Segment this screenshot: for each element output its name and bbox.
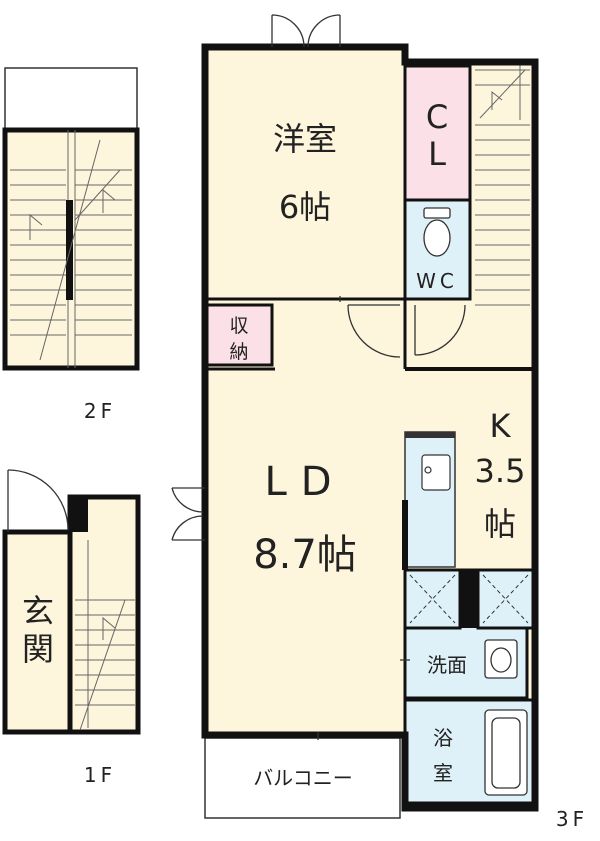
washroom-label: 洗面 <box>427 653 467 677</box>
sink-icon <box>421 454 451 491</box>
floor-2-plan <box>2 67 140 371</box>
floor-3-label: 3F <box>556 807 588 831</box>
window-top <box>271 14 341 48</box>
walls <box>201 43 539 812</box>
entrance-label-2: 関 <box>22 630 54 668</box>
kitchen-label: K <box>490 407 512 445</box>
entrance-label-1: 玄 <box>22 592 54 630</box>
kitchen-counter <box>404 431 456 568</box>
door-hall <box>414 304 466 356</box>
closet-label-c: C <box>426 98 448 136</box>
labels: 洋室 6帖 C L WC 収 納 LD 8.7帖 K 3.5 帖 洗面 浴 室 … <box>22 98 588 831</box>
wc-label: WC <box>416 269 458 293</box>
bath-label-2: 室 <box>433 761 453 785</box>
closet-label-l: L <box>428 135 446 173</box>
ld-label: LD <box>264 459 345 505</box>
door-ld <box>347 304 401 358</box>
stairs-1f <box>75 540 135 731</box>
kitchen-size-1: 3.5 <box>475 452 526 490</box>
stairs-2f <box>10 130 132 368</box>
bath-label-1: 浴 <box>433 726 453 750</box>
bedroom-label: 洋室 <box>273 120 337 158</box>
bathtub-icon <box>484 709 528 796</box>
ld-size: 8.7帖 <box>253 532 357 578</box>
kitchen-size-2: 帖 <box>484 505 516 543</box>
toilet-icon <box>423 207 451 257</box>
balcony-label: バルコニー <box>253 766 353 790</box>
entrance-door <box>7 469 69 532</box>
floor-3-plan <box>171 14 539 819</box>
floor-2-label: 2F <box>84 399 116 423</box>
stairs-3f <box>475 62 530 306</box>
floor-1-label: 1F <box>84 763 116 787</box>
storage-label-2: 納 <box>229 341 248 363</box>
window-left <box>171 487 205 541</box>
storage-area <box>205 303 274 367</box>
washbasin-icon <box>484 639 518 679</box>
floor-1-plan <box>2 469 141 735</box>
bedroom-size: 6帖 <box>279 188 331 226</box>
balcony-area <box>204 737 401 819</box>
storage-label-1: 収 <box>229 315 248 337</box>
